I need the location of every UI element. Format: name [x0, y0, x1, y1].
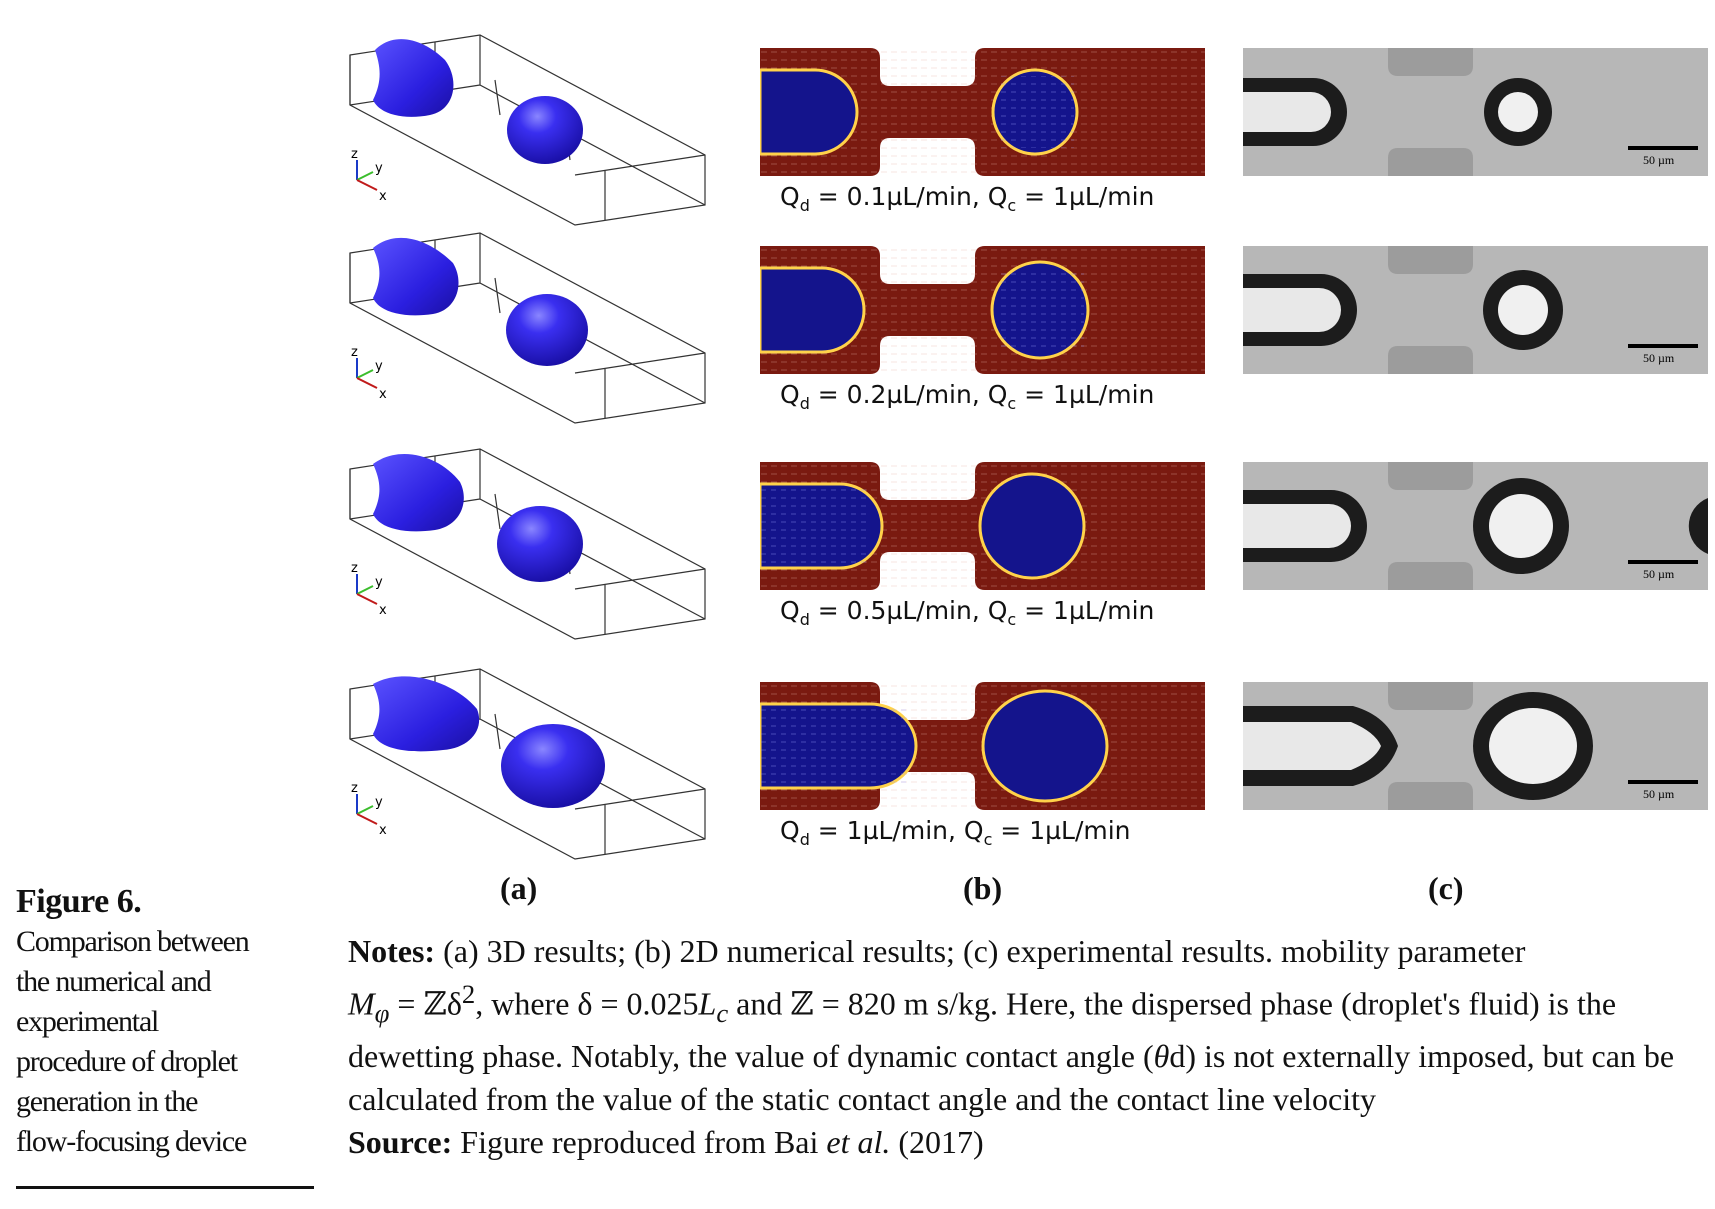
flow-rate-label: Qd = 0.5µL/min, Qc = 1µL/min: [780, 596, 1155, 629]
axis-z-label: z: [351, 561, 358, 576]
figure-description: Comparison between the numerical and exp…: [16, 925, 250, 1158]
axis-triad: z y x: [351, 147, 387, 204]
simulation-2d-panel: [760, 246, 1205, 374]
simulation-2d-panel: [760, 682, 1205, 810]
flow-rate-label: Qd = 0.1µL/min, Qc = 1µL/min: [780, 182, 1155, 215]
notes-label: Notes:: [348, 933, 436, 969]
source-label: Source:: [348, 1124, 453, 1161]
axis-x-label: x: [379, 189, 387, 204]
axis-z-label: z: [351, 147, 358, 162]
scale-bar-label: 50 µm: [1643, 567, 1675, 581]
row-3: z y x 50 µm Qd = 0.5µL/min, Qc = 1µL/min: [0, 434, 1715, 654]
row-1: z y x 50 µm Qd = 0.1µL/min, Qc = 1µL/min: [0, 20, 1715, 240]
axis-triad: z y x: [351, 345, 387, 402]
experiment-panel: 50 µm: [1243, 462, 1708, 590]
figure-title: Figure 6.: [16, 883, 142, 920]
axis-z-label: z: [351, 781, 358, 796]
scale-bar-label: 50 µm: [1643, 351, 1675, 365]
axis-z-label: z: [351, 345, 358, 360]
caption-divider: [16, 1186, 314, 1189]
figure-notes: Notes: (a) 3D results; (b) 2D numerical …: [348, 933, 1675, 1161]
panel-label-c: (c): [1428, 870, 1464, 906]
simulation-2d-panel: [760, 462, 1205, 590]
axis-y-label: y: [375, 161, 383, 176]
experiment-panel: 50 µm: [1243, 682, 1708, 810]
experiment-panel: 50 µm: [1243, 246, 1708, 374]
scale-bar-label: 50 µm: [1643, 153, 1675, 167]
simulation-3d-panel: z y x: [349, 34, 706, 226]
axis-x-label: x: [379, 823, 387, 838]
axis-triad: z y x: [351, 781, 387, 838]
simulation-3d-panel: z y x: [349, 232, 706, 424]
axis-x-label: x: [379, 603, 387, 618]
axis-y-label: y: [375, 359, 383, 374]
row-4: z y x 50 µm Qd = 1µL/min, Qc = 1µL/min: [0, 654, 1715, 874]
scale-bar-label: 50 µm: [1643, 787, 1675, 801]
experiment-panel: 50 µm: [1243, 48, 1708, 176]
simulation-3d-panel: z y x: [349, 668, 706, 860]
row-2: z y x 50 µm Qd = 0.2µL/min, Qc = 1µL/min: [0, 218, 1715, 438]
axis-y-label: y: [375, 795, 383, 810]
simulation-2d-panel: [760, 48, 1205, 176]
axis-y-label: y: [375, 575, 383, 590]
flow-rate-label: Qd = 0.2µL/min, Qc = 1µL/min: [780, 380, 1155, 413]
axis-x-label: x: [379, 387, 387, 402]
panel-label-b: (b): [963, 870, 1003, 906]
figure-caption: Figure 6. Comparison between the numeric…: [16, 882, 316, 1162]
simulation-3d-panel: z y x: [349, 448, 706, 640]
axis-triad: z y x: [351, 561, 387, 618]
flow-rate-label: Qd = 1µL/min, Qc = 1µL/min: [780, 816, 1131, 849]
panel-label-a: (a): [500, 870, 538, 906]
